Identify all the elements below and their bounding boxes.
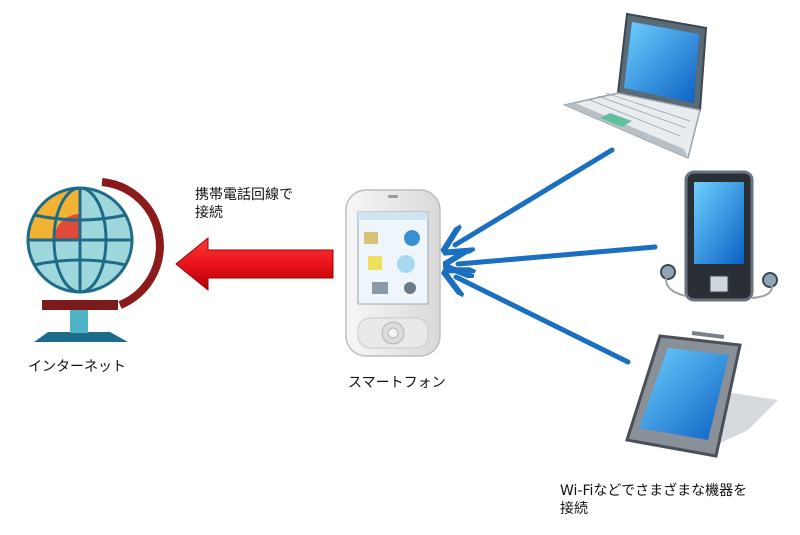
tablet-icon <box>625 331 778 458</box>
internet-label: インターネット <box>28 359 126 375</box>
carrier-label-line-2: 接続 <box>195 205 223 221</box>
player-arrow <box>458 244 658 264</box>
smartphone-label: スマートフォン <box>348 375 446 391</box>
wifi-connection-arrows <box>455 147 658 365</box>
carrier-connection-arrow <box>175 236 334 292</box>
laptop-icon <box>562 12 708 160</box>
carrier-label-line-1: 携帯電話回線で <box>195 187 293 203</box>
wifi-label-line-1: Wi-Fiなどでさまざまな機器を <box>560 483 748 499</box>
tablet-arrow <box>456 277 631 365</box>
wifi-connection-label: Wi-Fiなどでさまざまな機器を 接続 <box>560 482 747 518</box>
laptop-arrow <box>455 147 615 245</box>
music-player-icon <box>660 170 778 302</box>
carrier-connection-label: 携帯電話回線で 接続 <box>195 186 293 222</box>
globe-icon <box>26 178 164 342</box>
smartphone-icon <box>345 189 441 357</box>
wifi-label-line-2: 接続 <box>560 501 588 517</box>
